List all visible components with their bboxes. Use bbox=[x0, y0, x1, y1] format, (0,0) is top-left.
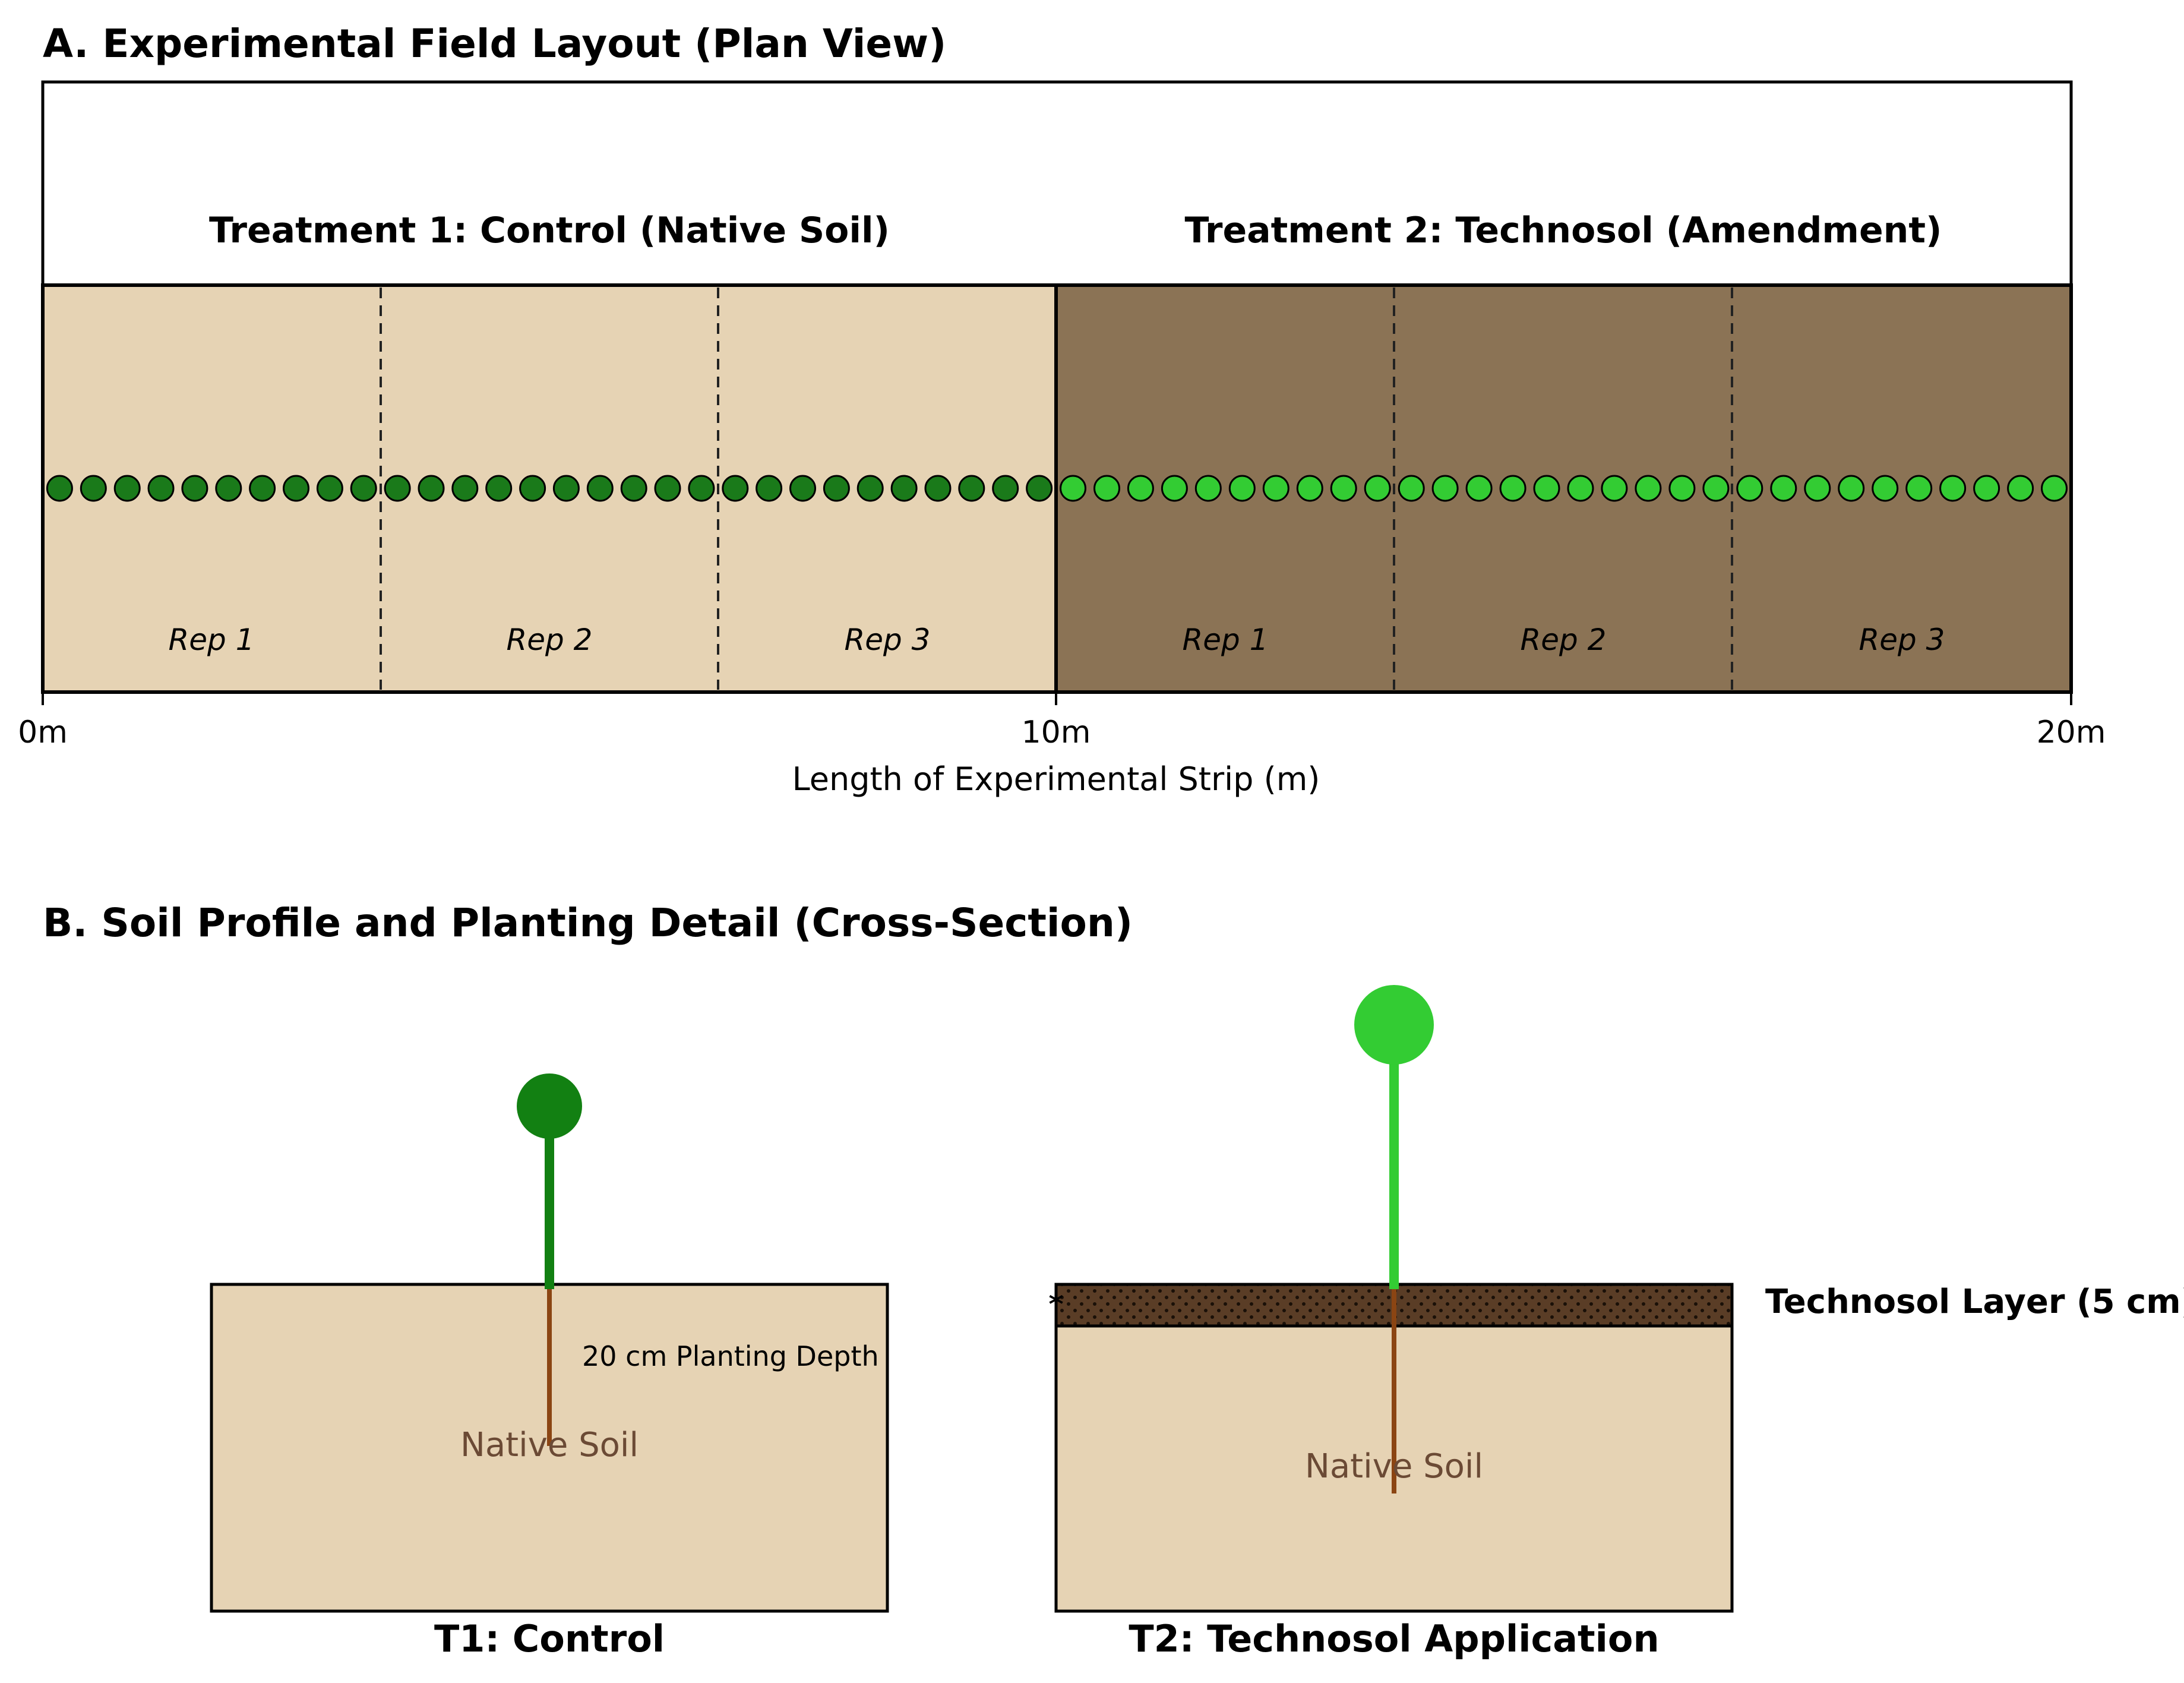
plant-marker bbox=[1093, 475, 1120, 502]
axis-tick-label-0m: 0m bbox=[18, 715, 68, 750]
t2-caption: T2: Technosol Application bbox=[1129, 1617, 1659, 1660]
field-layout-plan: Treatment 1: Control (Native Soil) Treat… bbox=[18, 80, 2106, 798]
t1-caption: T1: Control bbox=[434, 1617, 665, 1660]
panel-b-title: B. Soil Profile and Planting Detail (Cro… bbox=[43, 900, 1133, 946]
plant-marker bbox=[1026, 475, 1053, 502]
t1-rep-3-label: Rep 3 bbox=[845, 623, 931, 657]
plant-marker bbox=[1533, 475, 1560, 502]
plant-marker bbox=[756, 475, 783, 502]
plant-marker bbox=[2041, 475, 2068, 502]
t1-rep-2-label: Rep 2 bbox=[507, 623, 593, 657]
technosol-layer-label: Technosol Layer (5 cm) bbox=[1765, 1283, 2184, 1321]
plant-marker bbox=[316, 475, 343, 502]
plant-marker bbox=[1499, 475, 1526, 502]
plant-marker bbox=[1736, 475, 1763, 502]
t2-rep-2-label: Rep 2 bbox=[1521, 623, 1607, 657]
plant-marker bbox=[688, 475, 715, 502]
plant-marker bbox=[1431, 475, 1459, 502]
plant-marker bbox=[856, 475, 884, 502]
plant-marker bbox=[1601, 475, 1628, 502]
plant-marker bbox=[283, 475, 309, 502]
plant-marker bbox=[384, 475, 411, 502]
plant-marker bbox=[451, 475, 479, 502]
plant-marker bbox=[1296, 475, 1323, 502]
t2-rep-1-label: Rep 1 bbox=[1183, 623, 1269, 657]
plant-marker bbox=[1228, 475, 1256, 502]
plant-marker bbox=[147, 475, 175, 502]
plant-marker bbox=[654, 475, 681, 502]
plant-marker bbox=[181, 475, 208, 502]
plant-marker bbox=[485, 475, 513, 502]
plant-marker bbox=[1770, 475, 1797, 502]
plant-marker bbox=[1905, 475, 1933, 502]
plant-marker bbox=[789, 475, 816, 502]
axis-tick-label-10m: 10m bbox=[1022, 715, 1091, 750]
layer-marker-icon: * bbox=[1048, 1288, 1063, 1321]
plant-marker bbox=[80, 475, 107, 502]
plant-marker bbox=[1702, 475, 1730, 502]
plant-marker bbox=[1364, 475, 1391, 502]
plant-marker bbox=[620, 475, 647, 502]
t1-rep-1-label: Rep 1 bbox=[169, 623, 255, 657]
treatment-1-plot bbox=[41, 283, 1058, 694]
plant-marker bbox=[1161, 475, 1188, 502]
plant-marker bbox=[1465, 475, 1493, 502]
treatment-2-plot bbox=[1054, 283, 2073, 694]
axis-tick-label-20m: 20m bbox=[2037, 715, 2106, 750]
plant-marker bbox=[519, 475, 546, 502]
plant-marker bbox=[586, 475, 614, 502]
t1-cross-section: 20 cm Planting Depth Native Soil T1: Con… bbox=[210, 1073, 889, 1660]
plant-marker bbox=[1838, 475, 1865, 502]
t1-plant-canopy bbox=[517, 1073, 582, 1139]
t2-plant-canopy bbox=[1354, 985, 1434, 1065]
plant-marker bbox=[1127, 475, 1154, 502]
t2-rep-3-label: Rep 3 bbox=[1859, 623, 1945, 657]
plant-marker bbox=[1194, 475, 1222, 502]
plant-marker bbox=[249, 475, 276, 502]
treatment-1-label: Treatment 1: Control (Native Soil) bbox=[209, 210, 890, 251]
plant-marker bbox=[1973, 475, 2000, 502]
plant-marker bbox=[215, 475, 242, 502]
t1-depth-label: 20 cm Planting Depth bbox=[582, 1340, 879, 1372]
plant-marker bbox=[823, 475, 850, 502]
plant-marker bbox=[552, 475, 580, 502]
plant-marker bbox=[1668, 475, 1696, 502]
t2-cross-section: * Technosol Layer (5 cm) Native Soil T2:… bbox=[1048, 985, 2184, 1660]
t1-soil-label: Native Soil bbox=[460, 1426, 639, 1464]
plant-marker bbox=[1398, 475, 1425, 502]
plant-marker bbox=[1939, 475, 1967, 502]
plant-marker bbox=[46, 475, 73, 502]
axis-label: Length of Experimental Strip (m) bbox=[792, 760, 1320, 798]
plant-marker bbox=[924, 475, 952, 502]
plant-marker bbox=[113, 475, 141, 502]
plant-marker bbox=[350, 475, 377, 502]
plant-row bbox=[46, 475, 2068, 502]
plant-marker bbox=[1060, 475, 1086, 502]
plant-marker bbox=[418, 475, 445, 502]
plant-marker bbox=[1635, 475, 1662, 502]
panel-a-title: A. Experimental Field Layout (Plan View) bbox=[43, 21, 946, 67]
plant-marker bbox=[890, 475, 918, 502]
t2-soil-label: Native Soil bbox=[1305, 1447, 1483, 1486]
plant-marker bbox=[958, 475, 985, 502]
plant-marker bbox=[1567, 475, 1594, 502]
plant-marker bbox=[722, 475, 749, 502]
plant-marker bbox=[1804, 475, 1831, 502]
plant-marker bbox=[1872, 475, 1899, 502]
treatment-2-label: Treatment 2: Technosol (Amendment) bbox=[1185, 210, 1942, 251]
plant-marker bbox=[1330, 475, 1357, 502]
plant-marker bbox=[992, 475, 1019, 502]
plant-marker bbox=[1262, 475, 1289, 502]
plant-marker bbox=[2007, 475, 2034, 502]
